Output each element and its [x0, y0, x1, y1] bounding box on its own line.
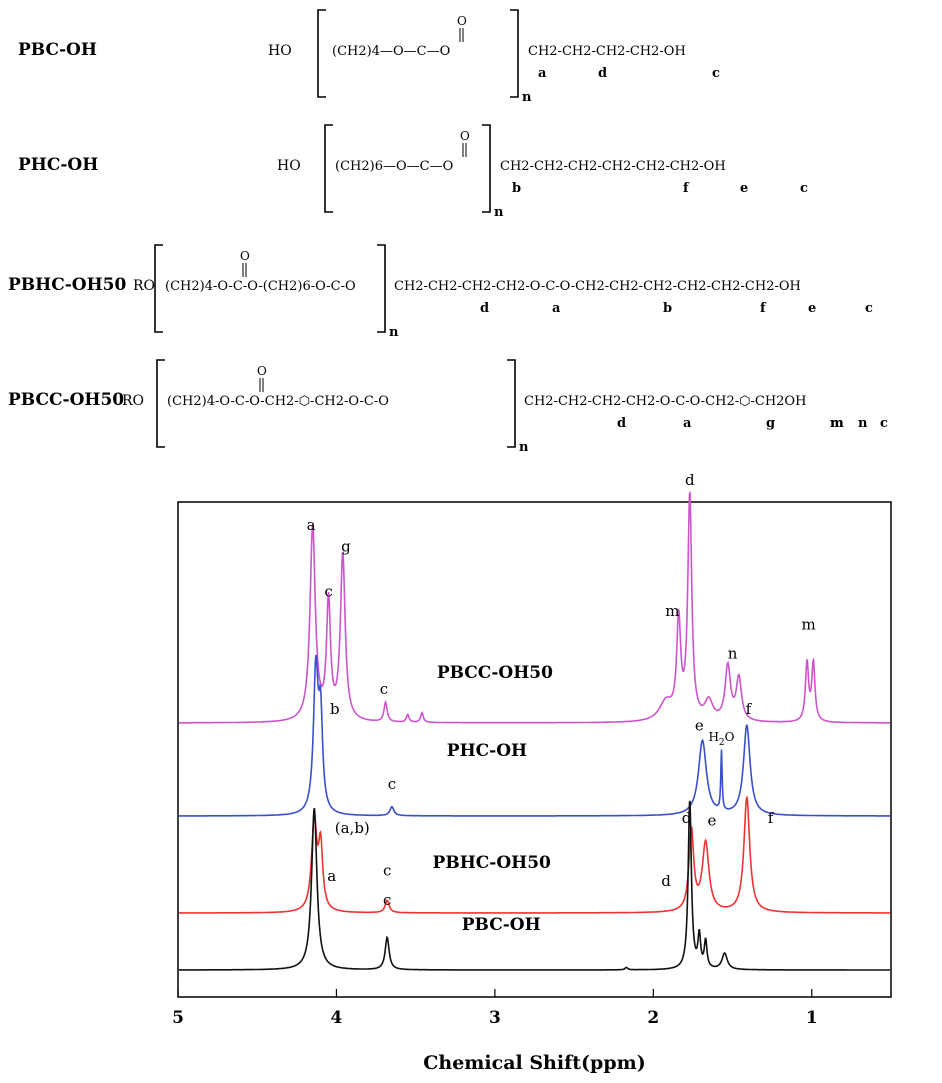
x-tick-label: 1 [806, 1008, 818, 1028]
bracket-right [377, 244, 386, 333]
carbonyl-oxygen: O [240, 249, 250, 263]
repeat-n: n [522, 90, 532, 105]
proton-label: d [480, 301, 489, 316]
spectrum-line [179, 795, 890, 914]
proton-label: m [830, 416, 844, 431]
peak-label: c [388, 775, 396, 793]
end-group: CH2-CH2-CH2-CH2-O-C-O-CH2-⬡-CH2OH [524, 394, 806, 409]
peak-label: H2O [708, 730, 734, 748]
bracket-right [482, 124, 491, 213]
spectrum-line [179, 654, 890, 817]
proton-label: a [683, 416, 692, 431]
peak-label: c [324, 582, 332, 600]
peak-label: f [768, 809, 775, 827]
chemical-structures: PBC-OH HO n (CH2)4—O—C—O CH2-CH2-CH2-CH2-OH O… [8, 9, 888, 455]
proton-label: d [598, 66, 607, 81]
bracket-left [154, 244, 163, 333]
peak-label: d [685, 471, 695, 489]
x-tick-label: 2 [647, 1008, 659, 1028]
bracket-left [156, 359, 165, 448]
proton-label: f [683, 181, 690, 196]
peak-label: f [746, 700, 753, 718]
bracket-right [507, 359, 516, 448]
structure-name: PHC-OH [18, 155, 98, 175]
repeat-unit: (CH2)4-O-C-O-(CH2)6-O-C-O [165, 279, 356, 294]
x-tick-label: 4 [331, 1008, 343, 1028]
series-title: PBC-OH [462, 915, 541, 935]
proton-label: n [858, 416, 868, 431]
bracket-left [317, 9, 326, 98]
repeat-n: n [519, 440, 529, 455]
peak-label: e [695, 717, 704, 735]
peak-label: a [327, 867, 336, 885]
spectrum-line [179, 800, 890, 971]
series-title: PHC-OH [447, 741, 527, 761]
structure-prefix: RO [133, 278, 155, 294]
proton-label: g [766, 416, 775, 431]
peak-label: g [341, 537, 351, 555]
peak-label: a [307, 516, 316, 534]
structure-name: PBCC-OH50 [8, 390, 124, 410]
carbonyl-oxygen: O [457, 14, 467, 28]
repeat-unit: (CH2)6—O—C—O [335, 159, 453, 174]
proton-label: c [880, 416, 888, 431]
structure-phc-oh: PHC-OH HO n (CH2)6—O—C—O CH2-CH2-CH2-CH2-CH2… [18, 124, 808, 220]
structure-name: PBHC-OH50 [8, 275, 126, 295]
proton-label: m [830, 416, 844, 431]
proton-label: b [512, 181, 521, 196]
series-title: PBHC-OH50 [433, 853, 551, 873]
structure-pbc-oh: PBC-OH HO n (CH2)4—O—C—O CH2-CH2-CH2-CH2-OH O… [18, 9, 720, 105]
series-title: PBCC-OH50 [437, 663, 553, 683]
structure-name: PBC-OH [18, 40, 97, 60]
x-axis-label: Chemical Shift(ppm) [423, 1052, 645, 1074]
proton-label: d [617, 416, 626, 431]
structure-pbhc-oh50: PBHC-OH50 RO n (CH2)4-O-C-O-(CH2)6-O-C-O CH2… [8, 244, 873, 340]
proton-label: c [865, 301, 873, 316]
repeat-n: n [389, 325, 399, 340]
peak-label: c [383, 862, 391, 880]
end-group: CH2-CH2-CH2-CH2-O-C-O-CH2-CH2-CH2-CH2-CH… [394, 279, 801, 294]
peak-label: m [801, 615, 815, 633]
peak-label: m [665, 602, 679, 620]
repeat-unit: (CH2)4—O—C—O [332, 44, 450, 59]
structure-prefix: HO [268, 43, 292, 59]
end-group: CH2-CH2-CH2-CH2-CH2-CH2-OH [500, 159, 726, 174]
peak-label: d [661, 872, 671, 890]
structure-prefix: HO [277, 158, 301, 174]
proton-label: a [538, 66, 547, 81]
carbonyl-oxygen: O [257, 364, 267, 378]
proton-label: c [800, 181, 808, 196]
peak-label: e [708, 812, 717, 830]
proton-label: e [740, 181, 748, 196]
proton-label: f [760, 301, 767, 316]
repeat-unit: (CH2)4-O-C-O-CH2-⬡-CH2-O-C-O [167, 394, 389, 409]
spectrum-line [179, 490, 890, 724]
proton-label: b [663, 301, 672, 316]
series-pbc-oh: PBC-OH a c d [179, 800, 890, 971]
peak-label: b [330, 700, 340, 718]
repeat-n: n [494, 205, 504, 220]
peak-label: (a,b) [335, 819, 370, 837]
structure-prefix: RO [122, 393, 144, 409]
peak-label: c [380, 680, 388, 698]
carbonyl-oxygen: O [460, 129, 470, 143]
x-tick-label: 3 [489, 1008, 501, 1028]
proton-label: c [712, 66, 720, 81]
bracket-right [510, 9, 519, 98]
x-tick-label: 5 [172, 1008, 184, 1028]
plot-frame [177, 501, 892, 998]
bracket-left [324, 124, 333, 213]
peak-label: n [728, 645, 738, 663]
proton-label: e [808, 301, 816, 316]
proton-label: a [552, 301, 561, 316]
end-group: CH2-CH2-CH2-CH2-OH [528, 44, 686, 59]
peak-label: d [682, 809, 692, 827]
peak-label: c [383, 891, 391, 909]
series-pbcc-oh50: PBCC-OH50 a c g c m d n m [179, 471, 890, 724]
